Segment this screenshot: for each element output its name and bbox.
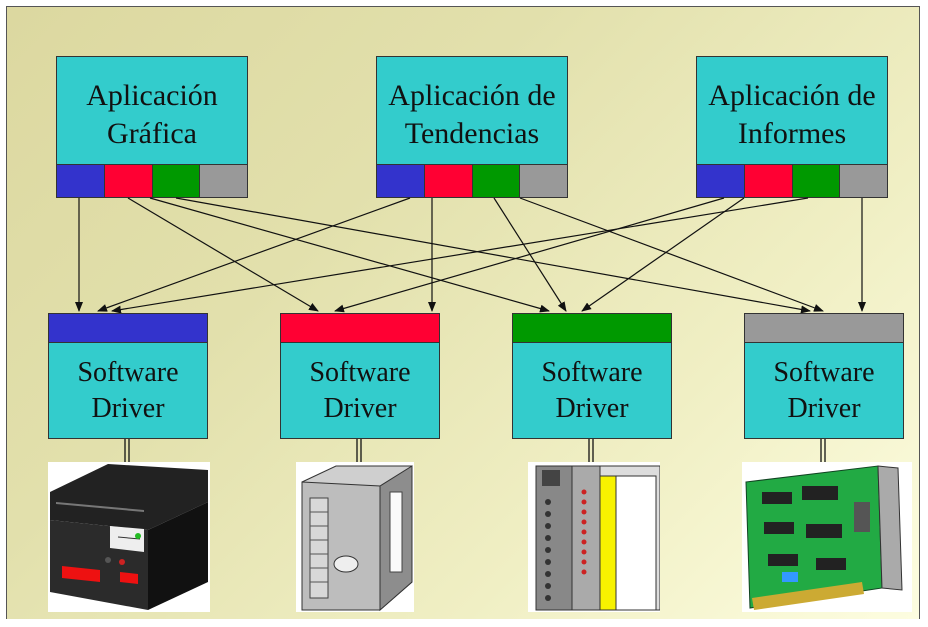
software-driver-2: Software Driver xyxy=(280,313,440,439)
arrow xyxy=(175,197,811,314)
channel-gray xyxy=(520,165,567,197)
driver-color-band xyxy=(513,314,671,343)
channel-red xyxy=(104,165,153,197)
driver-label-line2: Driver xyxy=(787,393,861,424)
app-title: Aplicación de Informes xyxy=(697,65,887,165)
driver-label-line2: Driver xyxy=(91,393,165,424)
arrow xyxy=(334,197,725,313)
driver-label-line1: Software xyxy=(541,357,643,388)
arrow xyxy=(127,197,319,312)
channel-blue xyxy=(697,165,745,197)
channel-blue xyxy=(377,165,425,197)
arrow xyxy=(519,197,824,312)
app-title-line2: Informes xyxy=(737,117,847,150)
channel-red xyxy=(424,165,473,197)
app-color-channels xyxy=(697,164,887,197)
driver-color-band xyxy=(49,314,207,343)
software-driver-4: Software Driver xyxy=(744,313,904,439)
driver-label-line1: Software xyxy=(77,357,179,388)
driver-label: Software Driver xyxy=(745,344,903,438)
software-driver-3: Software Driver xyxy=(512,313,672,439)
channel-green xyxy=(152,165,201,197)
interface-card-device xyxy=(742,462,912,612)
arrow xyxy=(581,197,745,312)
app-title: Aplicación Gráfica xyxy=(57,65,247,165)
app-title-line2: Tendencias xyxy=(404,117,540,150)
app-box-tendencias: Aplicación de Tendencias xyxy=(376,56,568,198)
channel-blue xyxy=(57,165,105,197)
driver-label-line1: Software xyxy=(773,357,875,388)
app-title-line1: Aplicación de xyxy=(388,79,556,112)
io-terminal-block-device xyxy=(528,462,660,612)
channel-green xyxy=(792,165,841,197)
driver-color-band xyxy=(745,314,903,343)
app-box-grafica: Aplicación Gráfica xyxy=(56,56,248,198)
app-title-line1: Aplicación de xyxy=(708,79,876,112)
arrow xyxy=(149,197,550,313)
app-box-informes: Aplicación de Informes xyxy=(696,56,888,198)
app-title-line2: Gráfica xyxy=(107,117,197,150)
driver-label: Software Driver xyxy=(513,344,671,438)
app-color-channels xyxy=(377,164,567,197)
panel-meter-device xyxy=(48,462,210,612)
channel-gray xyxy=(840,165,887,197)
app-title-line1: Aplicación xyxy=(86,79,218,112)
app-color-channels xyxy=(57,164,247,197)
arrow xyxy=(111,197,809,314)
channel-green xyxy=(472,165,521,197)
driver-label: Software Driver xyxy=(49,344,207,438)
driver-label: Software Driver xyxy=(281,344,439,438)
channel-gray xyxy=(200,165,247,197)
driver-label-line1: Software xyxy=(309,357,411,388)
plc-module-device xyxy=(296,462,414,612)
app-title: Aplicación de Tendencias xyxy=(377,65,567,165)
arrow xyxy=(97,197,411,312)
driver-label-line2: Driver xyxy=(323,393,397,424)
channel-red xyxy=(744,165,793,197)
driver-label-line2: Driver xyxy=(555,393,629,424)
software-driver-1: Software Driver xyxy=(48,313,208,439)
driver-color-band xyxy=(281,314,439,343)
